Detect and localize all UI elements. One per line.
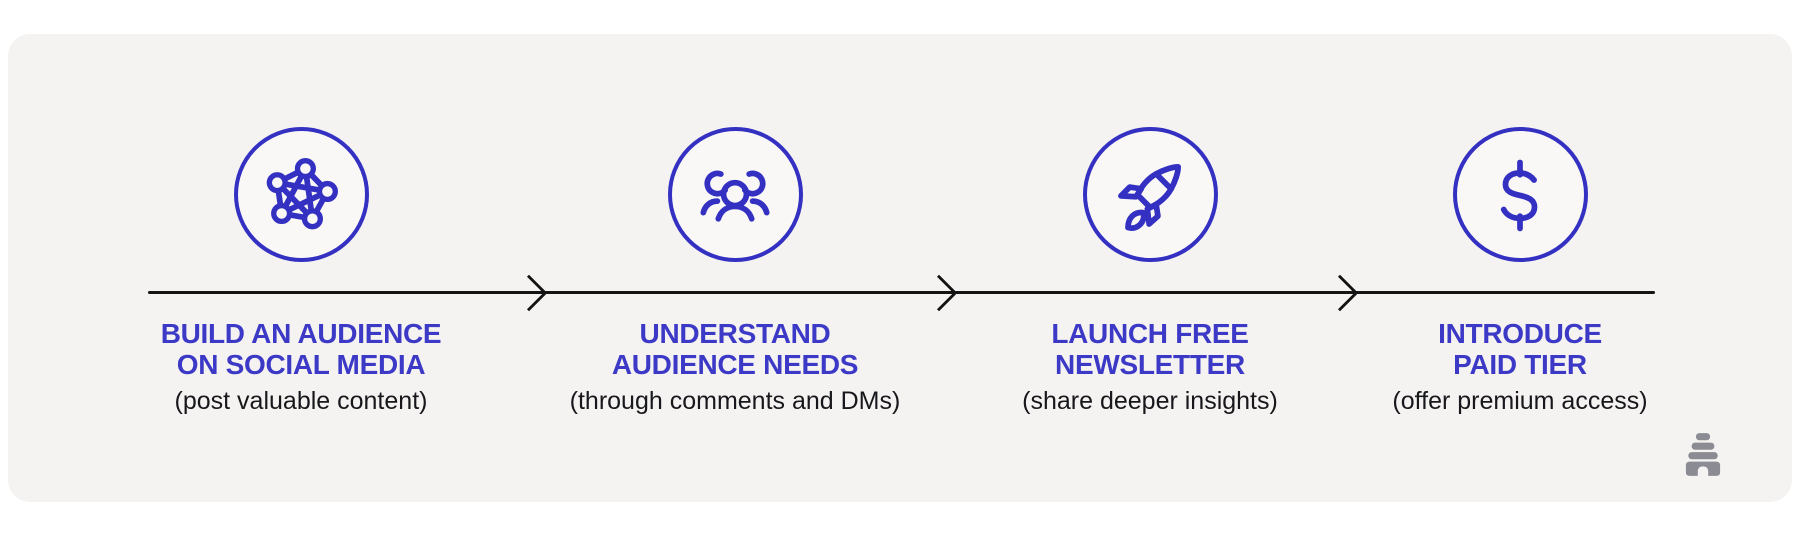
timeline-step-understand-needs: UNDERSTAND AUDIENCE NEEDS (through comme…	[515, 127, 955, 415]
timeline-step-paid-tier: INTRODUCE PAID TIER (offer premium acces…	[1300, 127, 1740, 415]
step-title-line: UNDERSTAND	[639, 318, 831, 349]
step-title-line: INTRODUCE	[1438, 318, 1602, 349]
step-subtitle: (through comments and DMs)	[569, 387, 901, 415]
step-subtitle: (post valuable content)	[174, 387, 428, 415]
step-title-line: NEWSLETTER	[1055, 349, 1245, 380]
beehiiv-logo	[1684, 432, 1722, 478]
step-subtitle: (share deeper insights)	[1022, 387, 1278, 415]
network-icon	[257, 151, 345, 239]
step-title-line: ON SOCIAL MEDIA	[176, 349, 426, 380]
step-title: INTRODUCE PAID TIER	[1300, 318, 1740, 380]
step-icon-circle	[1452, 127, 1588, 262]
step-title-line: BUILD AN AUDIENCE	[160, 318, 442, 349]
timeline-step-launch-newsletter: LAUNCH FREE NEWSLETTER (share deeper ins…	[930, 127, 1370, 415]
timeline-step-build-audience: BUILD AN AUDIENCE ON SOCIAL MEDIA (post …	[81, 127, 521, 415]
step-subtitle: (offer premium access)	[1392, 387, 1648, 415]
dollar-icon	[1476, 151, 1564, 239]
timeline-line	[148, 291, 1655, 294]
step-title: LAUNCH FREE NEWSLETTER	[930, 318, 1370, 380]
step-title: UNDERSTAND AUDIENCE NEEDS	[515, 318, 955, 380]
step-title-line: LAUNCH FREE	[1051, 318, 1249, 349]
rocket-icon	[1106, 151, 1194, 239]
background-card	[8, 34, 1792, 502]
step-title-line: PAID TIER	[1453, 349, 1587, 380]
audience-icon	[691, 151, 779, 239]
step-title-line: AUDIENCE NEEDS	[611, 349, 859, 380]
step-icon-circle	[233, 127, 369, 262]
step-icon-circle	[667, 127, 803, 262]
step-title: BUILD AN AUDIENCE ON SOCIAL MEDIA	[81, 318, 521, 380]
step-icon-circle	[1082, 127, 1218, 262]
